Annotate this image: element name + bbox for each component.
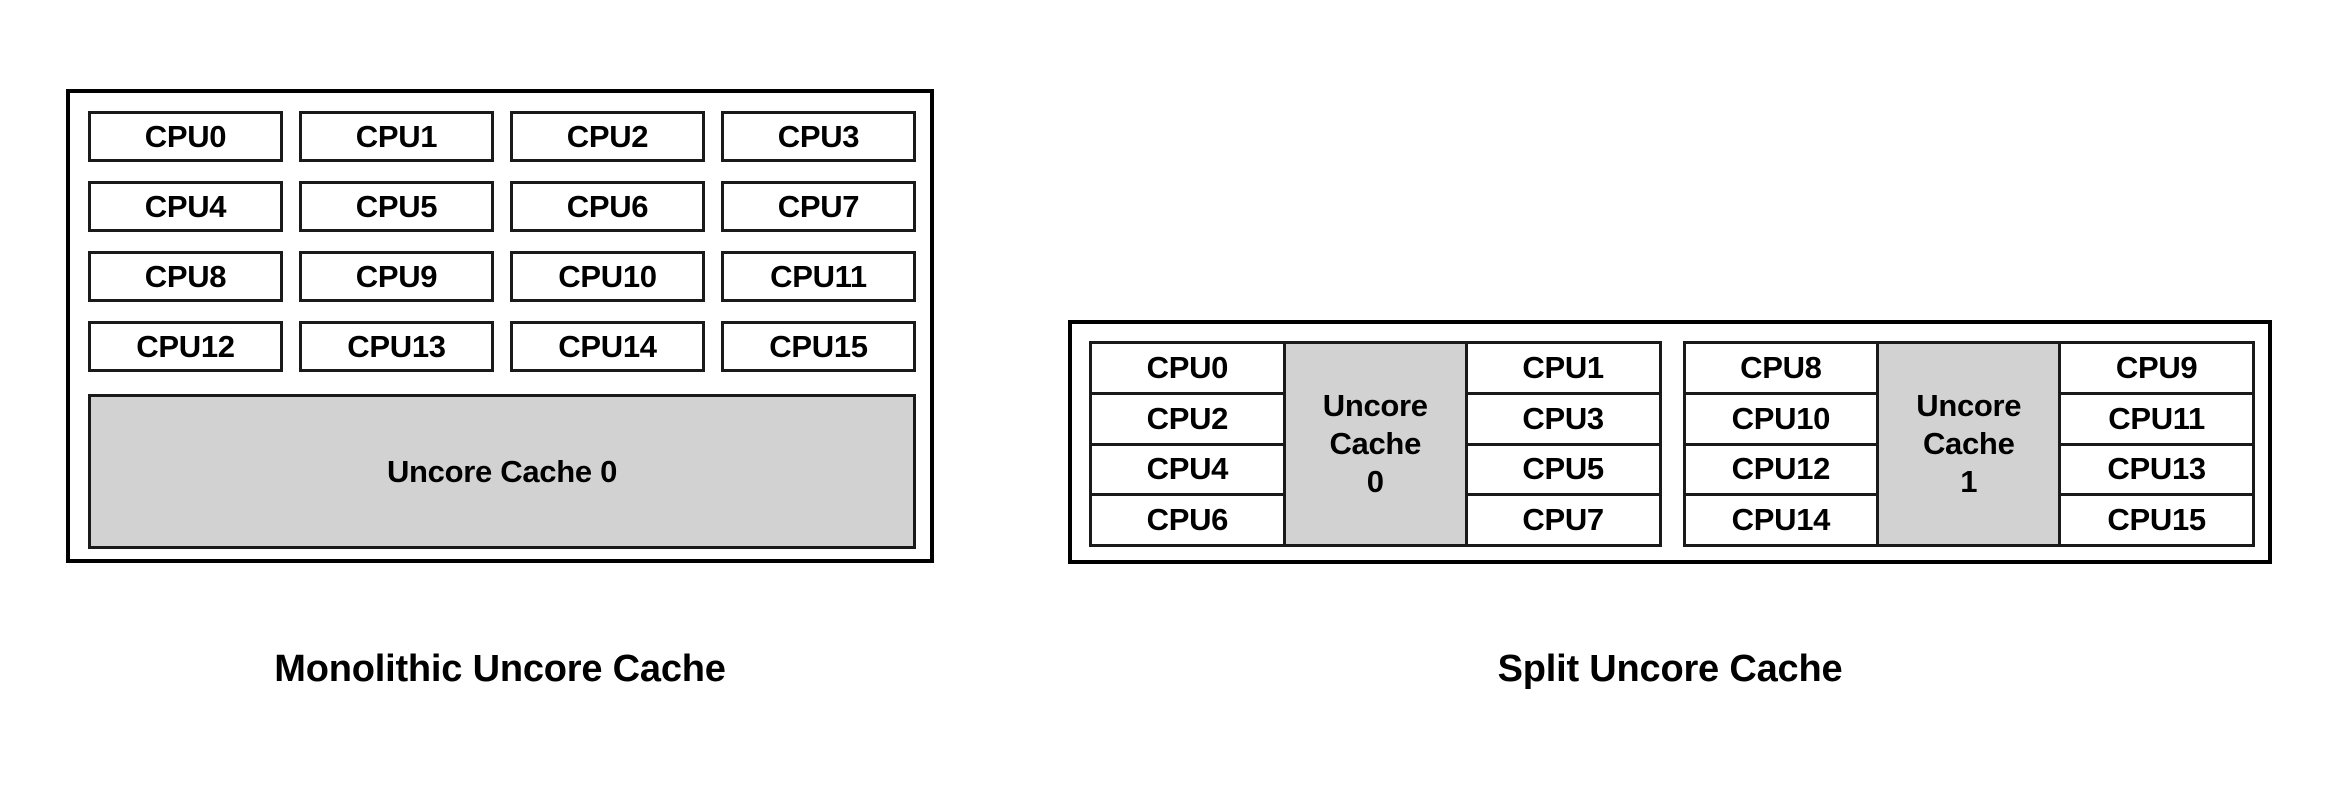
cpu-box: CPU1	[299, 111, 494, 162]
cpu-box: CPU5	[1467, 445, 1659, 497]
uncore-cache-label-line2: Cache	[1922, 426, 2015, 462]
split-groups-container: CPU0 CPU2 CPU4 CPU6 Uncore Cache 0 CPU1 …	[1089, 341, 2255, 547]
cpu-box: CPU4	[1092, 445, 1283, 497]
cpu-box: CPU13	[299, 321, 494, 372]
split-group: CPU0 CPU2 CPU4 CPU6 Uncore Cache 0 CPU1 …	[1089, 341, 1662, 547]
cpu-box: CPU9	[2061, 344, 2252, 395]
cpu-box: CPU9	[299, 251, 494, 302]
cpu-box: CPU7	[1467, 496, 1659, 544]
cpu-box: CPU0	[1092, 344, 1283, 395]
cpu-box: CPU12	[1685, 445, 1877, 497]
cpu-box: CPU6	[1092, 496, 1283, 544]
uncore-cache-label-line3: 0	[1366, 463, 1384, 499]
cpu-column-left: CPU8 CPU10 CPU12 CPU14	[1685, 344, 1877, 544]
uncore-cache-label-line2: Cache	[1329, 426, 1422, 462]
monolithic-cpu-grid: CPU0 CPU1 CPU2 CPU3 CPU4 CPU5 CPU6 CPU7 …	[88, 111, 916, 391]
monolithic-diagram-frame: CPU0 CPU1 CPU2 CPU3 CPU4 CPU5 CPU6 CPU7 …	[66, 89, 934, 563]
cpu-box: CPU3	[1467, 394, 1659, 446]
cpu-box: CPU10	[1685, 394, 1877, 446]
uncore-cache-label-line3: 1	[1960, 463, 1978, 499]
split-group: CPU8 CPU10 CPU12 CPU14 Uncore Cache 1 CP…	[1682, 341, 2255, 547]
cpu-box: CPU4	[88, 181, 283, 232]
cpu-column-right: CPU9 CPU11 CPU13 CPU15	[2061, 344, 2252, 544]
cpu-box: CPU2	[1092, 394, 1283, 446]
cpu-column-left: CPU0 CPU2 CPU4 CPU6	[1092, 344, 1283, 544]
cpu-column-right: CPU1 CPU3 CPU5 CPU7	[1467, 344, 1659, 544]
cpu-box: CPU12	[88, 321, 283, 372]
cpu-box: CPU8	[1685, 344, 1877, 395]
cpu-box: CPU6	[510, 181, 705, 232]
cpu-box: CPU11	[2061, 394, 2252, 446]
cpu-box: CPU11	[721, 251, 916, 302]
uncore-cache-block: Uncore Cache 1	[1876, 344, 2062, 544]
cpu-box: CPU13	[2061, 445, 2252, 497]
cpu-box: CPU2	[510, 111, 705, 162]
cpu-box: CPU8	[88, 251, 283, 302]
cpu-box: CPU14	[510, 321, 705, 372]
split-diagram-frame: CPU0 CPU2 CPU4 CPU6 Uncore Cache 0 CPU1 …	[1068, 320, 2272, 564]
cpu-box: CPU15	[2061, 496, 2252, 544]
cpu-box: CPU7	[721, 181, 916, 232]
cpu-box: CPU14	[1685, 496, 1877, 544]
uncore-cache-block: Uncore Cache 0	[1282, 344, 1468, 544]
uncore-cache-label-line1: Uncore	[1916, 388, 2022, 424]
cpu-box: CPU15	[721, 321, 916, 372]
cpu-box: CPU0	[88, 111, 283, 162]
uncore-cache-block: Uncore Cache 0	[88, 394, 916, 549]
cpu-box: CPU3	[721, 111, 916, 162]
uncore-cache-label-line1: Uncore	[1322, 388, 1428, 424]
cpu-box: CPU1	[1467, 344, 1659, 395]
cpu-box: CPU10	[510, 251, 705, 302]
monolithic-caption: Monolithic Uncore Cache	[274, 648, 726, 690]
cpu-box: CPU5	[299, 181, 494, 232]
split-caption: Split Uncore Cache	[1497, 648, 1843, 690]
